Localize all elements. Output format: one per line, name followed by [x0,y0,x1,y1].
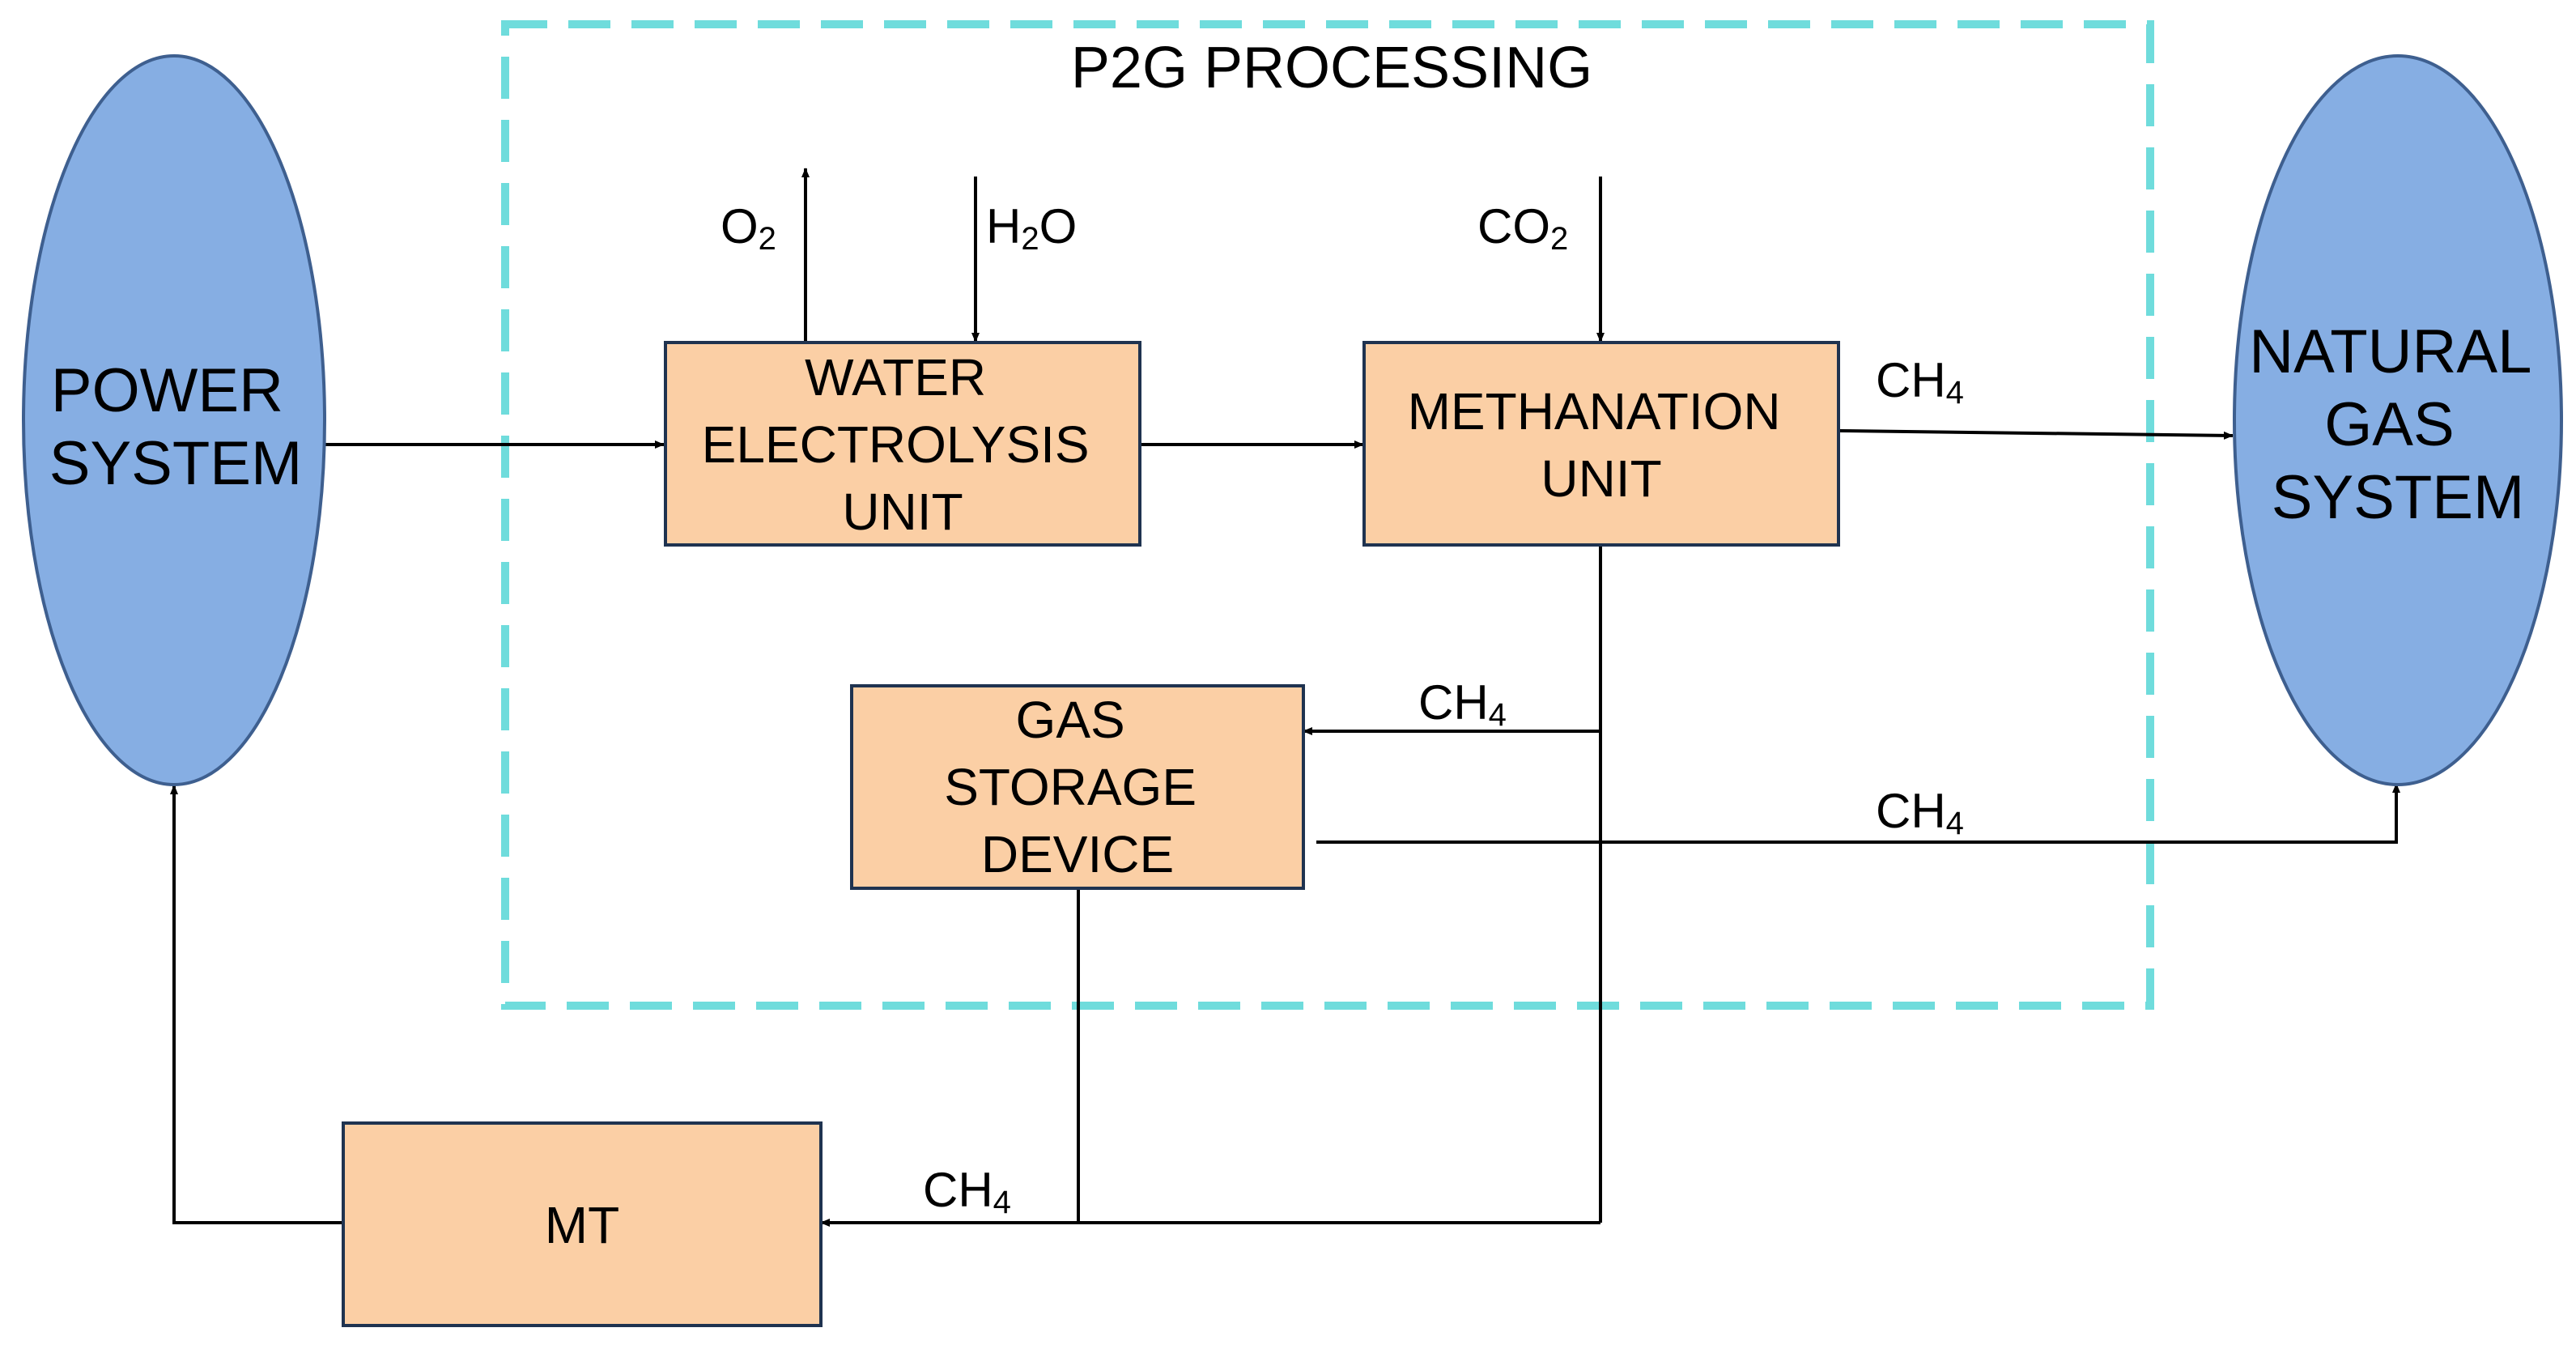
methanation-box [1364,343,1838,545]
mt-label: MT [545,1196,619,1254]
natural-gas-system-outline [2233,54,2563,786]
h2o-label: H2O [986,199,1077,257]
methanation-outline [1362,341,1840,547]
mt-to-power-arrow [170,785,343,1224]
p2g-processing-region [501,20,2154,1010]
natural-gas-system-node [2234,56,2561,785]
power-system-label: POWER SYSTEM [49,356,303,498]
connectors [170,168,2400,1227]
ch4-to-mt-label: CH4 [923,1163,1011,1220]
ch4-to-natural-gas-label: CH4 [1876,353,1964,411]
co2-label: CO2 [1477,199,1568,257]
water-electrolysis-outline [664,341,1141,547]
power-system-node [23,56,325,785]
o2-label: O2 [721,199,776,257]
ch4-storage-to-gas-label: CH4 [1876,784,1964,841]
water-electrolysis-box [665,343,1140,545]
power-system-outline [22,54,326,786]
methanation-to-natural-gas-arrow [1838,429,2234,440]
mt-box [343,1123,821,1326]
water-electrolysis-label: WATER ELECTROLYSIS UNIT [702,348,1104,541]
gas-storage-label: GAS STORAGE DEVICE [944,691,1211,883]
gas-storage-outline [850,684,1305,890]
storage-to-natural-gas-arrow [1316,783,2400,844]
ch4-to-storage-label: CH4 [1418,675,1507,733]
p2g-processing-title: P2G PROCESSING [1071,36,1592,100]
gas-storage-box [852,686,1303,888]
natural-gas-system-label: NATURAL GAS SYSTEM [2249,317,2546,532]
methanation-label: METHANATION UNIT [1408,382,1796,508]
mt-outline [342,1121,823,1327]
